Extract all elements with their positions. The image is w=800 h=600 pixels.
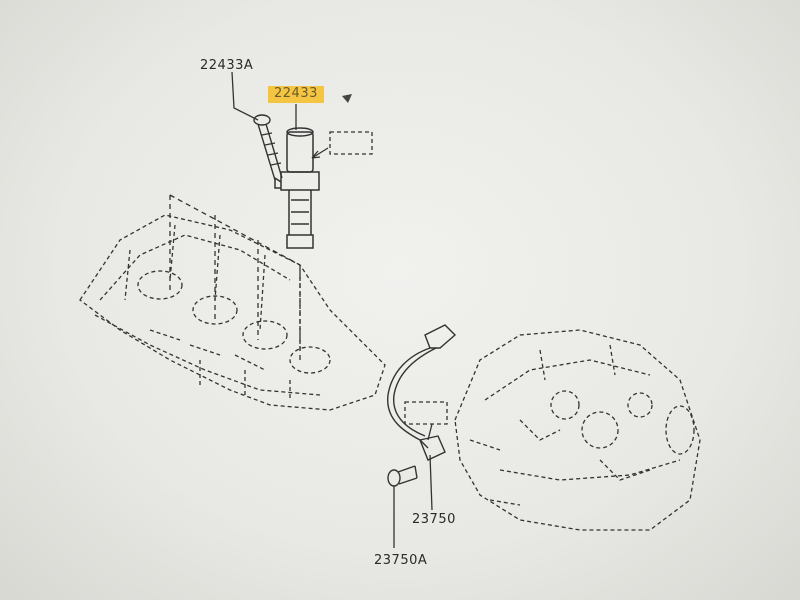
- crank-sensor: [387, 324, 457, 461]
- ignition-coil: [274, 127, 320, 249]
- install-bracket: [169, 194, 301, 360]
- leader-22433A: [231, 71, 259, 121]
- note-box-coil: [329, 131, 373, 155]
- label-22433A: 22433A: [200, 58, 254, 73]
- arrow-mark: [342, 94, 352, 103]
- cylinder-head: [79, 214, 386, 411]
- sensor-bolt: [387, 465, 418, 487]
- label-23750A: 23750A: [374, 553, 428, 568]
- label-23750: 23750: [412, 512, 456, 527]
- coil-bolt: [253, 114, 283, 181]
- note-box-sensor: [404, 401, 448, 425]
- transmission: [454, 329, 701, 531]
- label-22433-highlighted: 22433: [268, 86, 324, 103]
- leader-23750: [429, 454, 433, 511]
